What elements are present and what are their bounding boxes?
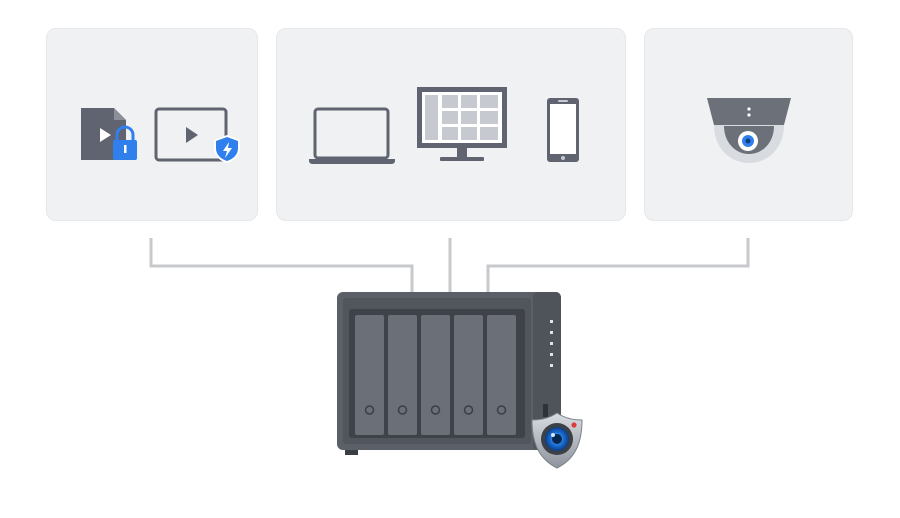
dome-camera-icon [707,98,791,163]
video-player-shield-icon [154,107,240,163]
surveillance-station-icon [531,412,583,469]
drive-bays [355,315,516,435]
nas-device [337,292,561,455]
laptop-icon [309,107,395,164]
connector-lines [149,238,750,292]
video-file-lock-icon [81,108,137,160]
status-leds [550,320,553,367]
smartphone-icon [547,98,579,162]
connector-camera [486,238,750,292]
monitor-icon [417,87,507,161]
connector-media [149,238,414,292]
